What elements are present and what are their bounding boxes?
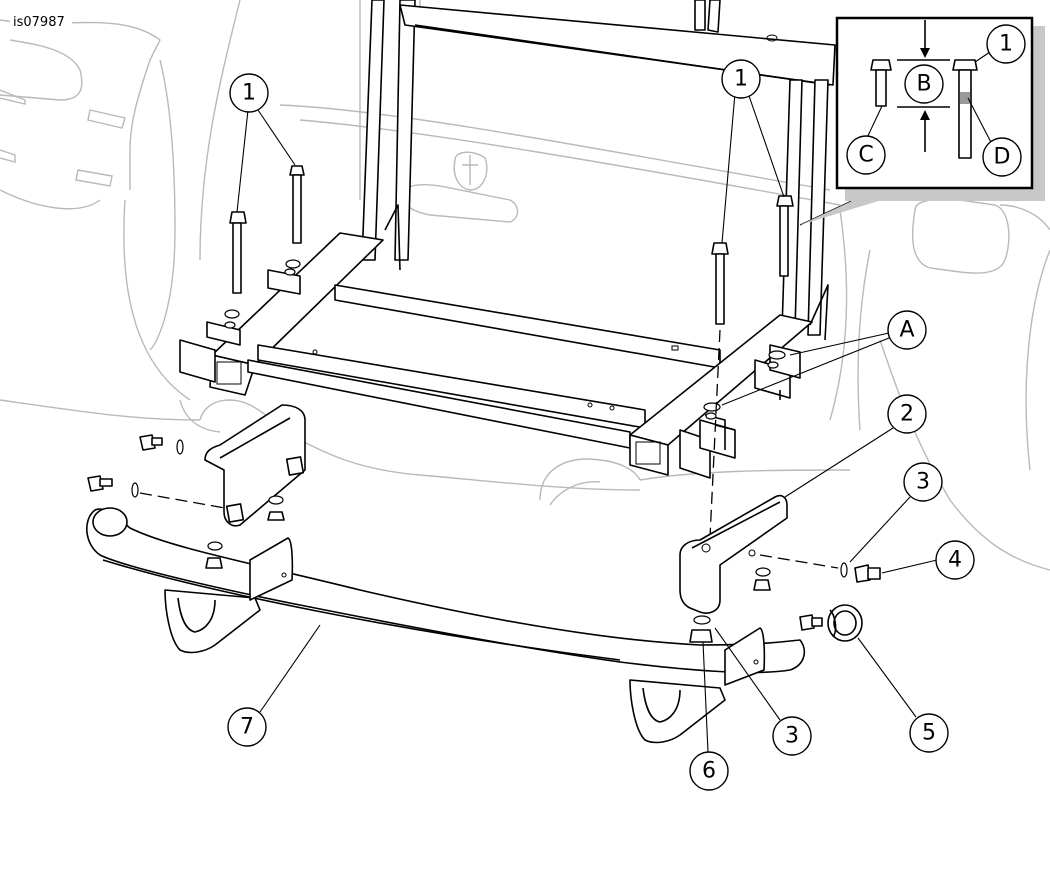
callout-bumper: 7 <box>227 707 267 747</box>
svg-text:C: C <box>858 143 873 168</box>
svg-text:A: A <box>899 318 914 343</box>
svg-text:6: 6 <box>702 759 716 784</box>
svg-text:3: 3 <box>916 470 930 495</box>
callout-washer-upper: 3 <box>903 462 943 502</box>
nut-washer-stack <box>689 615 713 643</box>
vehicle-background <box>0 0 1050 571</box>
svg-text:B: B <box>916 72 931 97</box>
svg-text:3: 3 <box>785 724 799 749</box>
callout-bolt-right: 1 <box>721 59 761 99</box>
callout-dim-c: C <box>846 135 886 175</box>
callout-plug: 5 <box>909 713 949 753</box>
end-plug <box>827 604 863 642</box>
svg-text:7: 7 <box>240 715 254 740</box>
bumper-tube <box>86 507 806 744</box>
svg-text:4: 4 <box>948 548 962 573</box>
bolt-right-rear <box>776 195 794 277</box>
callout-washer-a: A <box>887 310 927 350</box>
right-fasteners <box>799 562 881 631</box>
callout-dim-b: B <box>904 64 944 104</box>
bolt-left-front <box>229 211 247 294</box>
bolt-right-front <box>711 242 729 325</box>
bolt-left-rear <box>289 165 305 244</box>
callout-washer-lower: 3 <box>772 716 812 756</box>
svg-text:1: 1 <box>242 81 256 106</box>
svg-text:1: 1 <box>999 32 1013 57</box>
callouts: 1 1 1 B C D A 2 3 4 5 6 3 7 <box>227 24 1026 791</box>
callout-bolt-left: 1 <box>229 73 269 113</box>
callout-bolt-inset: 1 <box>986 24 1026 64</box>
callout-dim-d: D <box>982 137 1022 177</box>
left-bracket <box>204 404 306 527</box>
svg-text:1: 1 <box>734 67 748 92</box>
svg-text:D: D <box>994 145 1011 170</box>
left-fasteners <box>87 434 226 509</box>
svg-text:2: 2 <box>900 402 914 427</box>
callout-screw: 4 <box>935 540 975 580</box>
callout-bracket: 2 <box>887 394 927 434</box>
svg-text:5: 5 <box>922 721 936 746</box>
figure-id-text: is07987 <box>13 15 65 30</box>
right-bracket <box>679 494 839 614</box>
figure-id-label: is07987 <box>10 12 72 30</box>
callout-nut: 6 <box>689 751 729 791</box>
